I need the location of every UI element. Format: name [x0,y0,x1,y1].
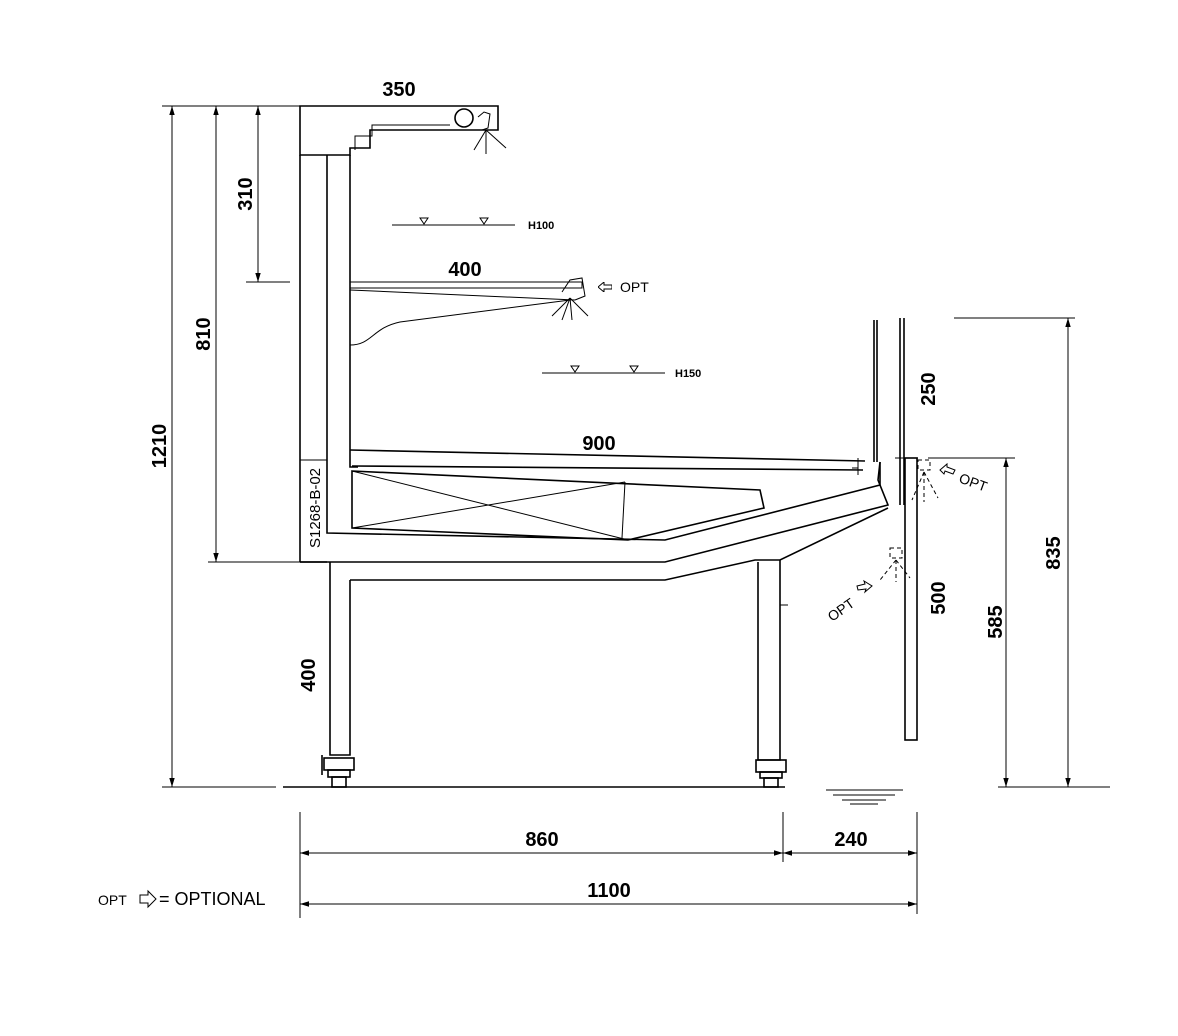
cabinet-body [299,105,918,788]
level-label-h100: H100 [528,220,554,232]
dim-label-500: 500 [928,581,950,614]
dim-label-shelf-400: 400 [448,259,481,281]
opt-arrow-lower [856,579,873,594]
dim-label-585: 585 [985,605,1007,638]
opt-arrow-front [939,462,956,475]
front-light-icon [911,459,939,502]
legend-opt-text: OPT [98,892,127,908]
opt-label-front-light: OPT [957,470,990,495]
level-line-h100 [392,217,515,226]
legend-optional-text: = OPTIONAL [159,889,266,909]
legend-hollow-arrow-icon [139,889,157,909]
dim-label-860: 860 [525,829,558,851]
dim-label-810: 810 [193,317,215,350]
drawing-code: S1268-B-02 [307,468,324,548]
dim-label-835: 835 [1043,536,1065,569]
lower-light-icon [879,547,911,582]
dim-label-1100: 1100 [587,880,630,902]
dim-label-900: 900 [582,433,615,455]
floor-line [283,786,903,805]
dim-label-240: 240 [834,829,867,851]
dimension-lines [162,105,1110,918]
dim-label-310: 310 [235,177,257,210]
dim-label-1210: 1210 [149,424,171,469]
dim-label-350: 350 [382,79,415,101]
dim-label-leg-400: 400 [298,658,320,691]
canopy-light-icon [454,108,507,154]
level-label-h150: H150 [675,368,701,380]
level-line-h150 [542,365,665,374]
shelf-light-icon [551,277,589,321]
opt-label-shelf-light: OPT [620,279,649,295]
opt-label-lower-light: OPT [825,595,858,625]
dim-label-250: 250 [918,372,940,405]
